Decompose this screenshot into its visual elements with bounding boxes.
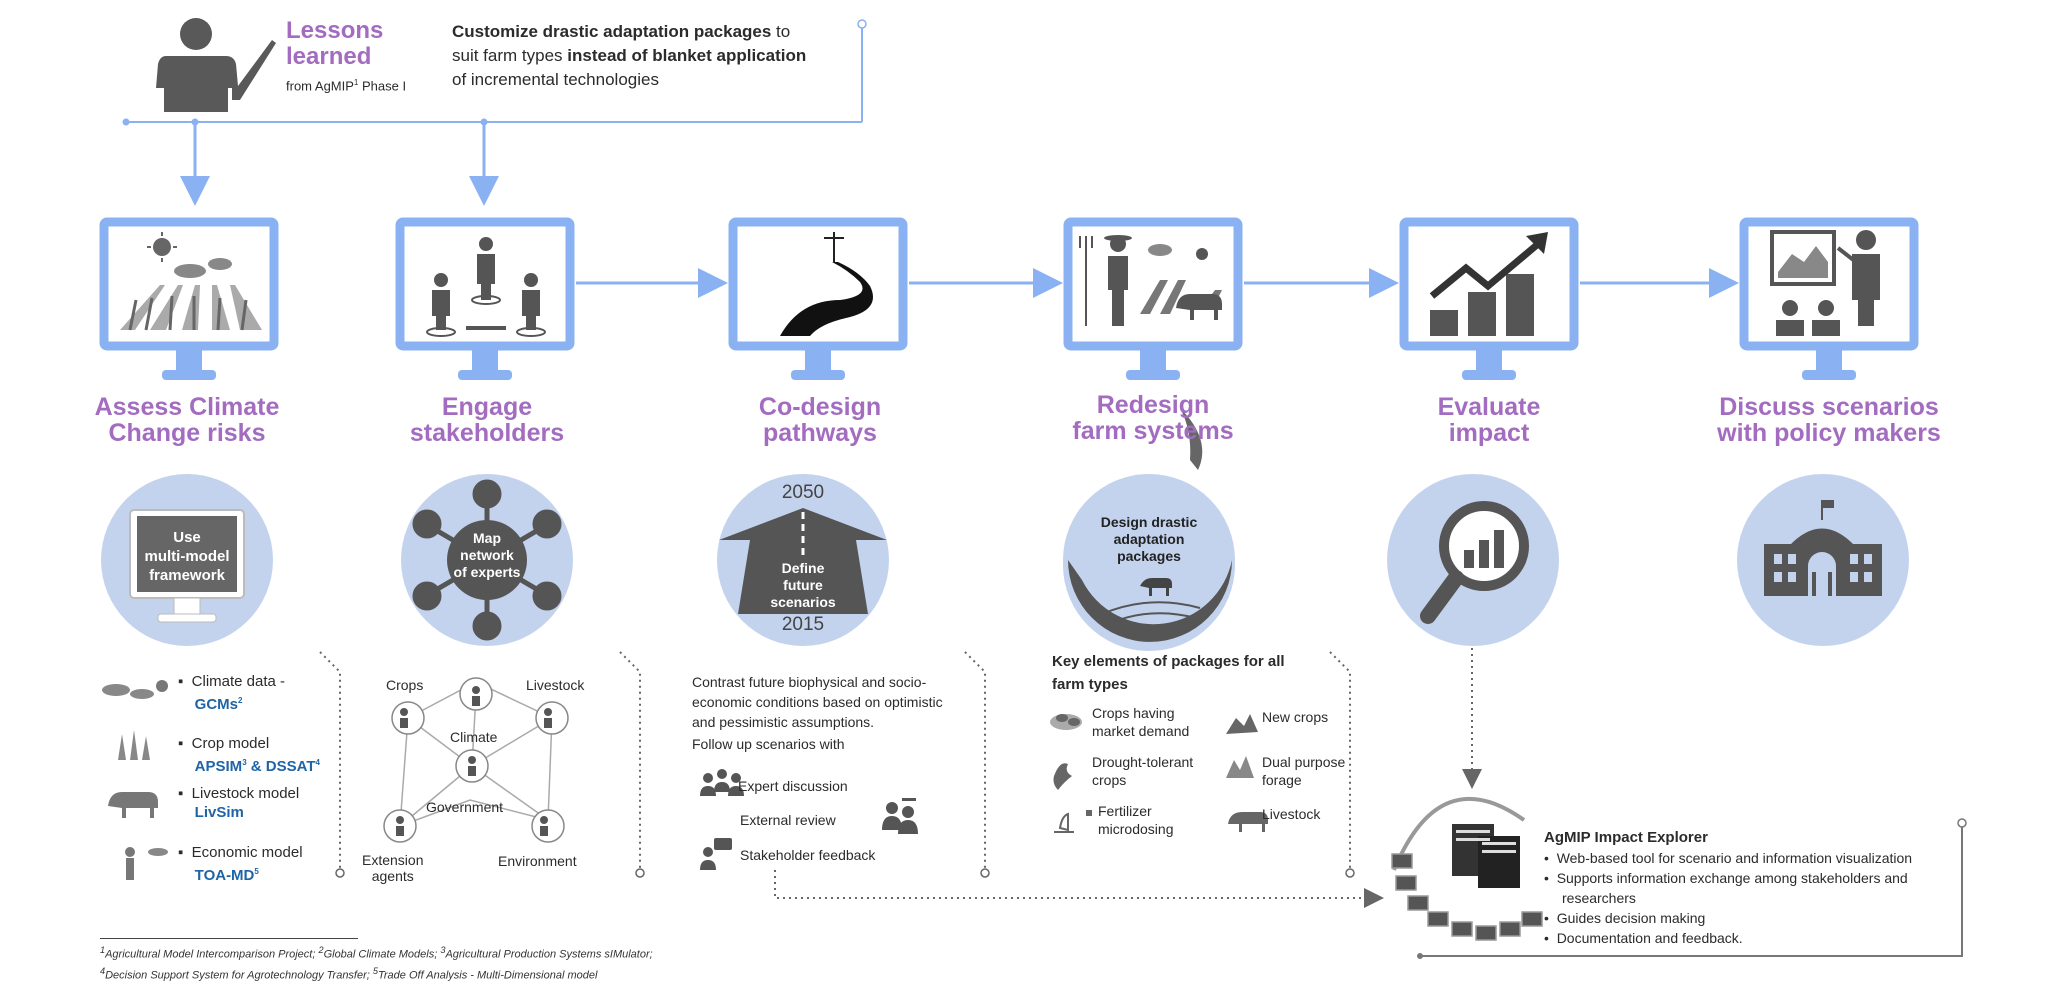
dotted-brackets	[319, 648, 1482, 908]
road-icon	[780, 232, 873, 336]
monitors	[99, 217, 1919, 351]
magnifier-icon	[1420, 501, 1529, 624]
model-icons	[102, 680, 168, 880]
network-label-crops: Crops	[386, 677, 424, 693]
teacher-icon	[156, 18, 276, 112]
multi-model-monitor	[129, 509, 245, 623]
expert-network	[412, 479, 562, 641]
explorer-bullet-2: • Supports information exchange among st…	[1544, 870, 1908, 886]
lessons-statement-bold1: Customize drastic adaptation packages	[452, 22, 772, 41]
explorer-bullet-3: • Guides decision making	[1544, 910, 1706, 926]
lessons-bracket	[122, 19, 867, 206]
pathway-icons	[700, 769, 918, 870]
network-label-climate: Climate	[450, 729, 498, 745]
lessons-source-text: from AgMIP	[286, 78, 354, 94]
model-crop: ▪ Crop model APSIM3 & DSSAT4	[178, 735, 320, 775]
circle-year-2015: 2015	[781, 614, 825, 635]
lessons-statement-bold2: instead of blanket application	[567, 46, 807, 65]
lessons-title: Lessons learned	[286, 18, 383, 70]
explorer-bullet-2-cont: researchers	[1562, 890, 1636, 906]
government-building-icon	[1764, 500, 1882, 596]
model-climate: ▪ Climate data - GCMs2	[178, 673, 286, 713]
explorer-bullets: • Web-based tool for scenario and inform…	[1544, 848, 1912, 948]
step-circles	[101, 474, 1909, 646]
explorer-bullet-1: • Web-based tool for scenario and inform…	[1544, 850, 1913, 866]
pathways-followup: Follow up scenarios with	[692, 736, 845, 752]
lessons-statement-part3: of incremental technologies	[452, 70, 659, 89]
stakeholders-icon	[426, 237, 546, 337]
presentation-icon	[1770, 230, 1880, 336]
package-item-livestock: Livestock	[1262, 806, 1321, 822]
circle-year-2050: 2050	[781, 482, 825, 503]
network-label-environment: Environment	[498, 853, 577, 869]
package-icons	[1050, 714, 1268, 833]
lessons-source: from AgMIP1 Phase I	[286, 73, 406, 95]
lessons-source-sup: 1	[353, 78, 359, 87]
explorer-bullet-4: • Documentation and feedback.	[1544, 930, 1743, 946]
growth-chart-icon	[1429, 232, 1548, 336]
explorer-title: AgMIP Impact Explorer	[1544, 829, 1708, 846]
network-label-government: Government	[426, 799, 504, 815]
footnotes-line1: 1Agricultural Model Intercomparison Proj…	[100, 945, 653, 961]
design-swirl	[1063, 408, 1235, 651]
field-icon	[120, 232, 262, 331]
lessons-statement: Customize drastic adaptation packages to…	[452, 20, 806, 92]
pathway-item-review: External review	[740, 812, 836, 828]
footnote-rule	[100, 938, 358, 939]
servers-laptops-icon	[1391, 796, 1543, 941]
scenario-arrow	[719, 508, 887, 614]
pathway-item-feedback: Stakeholder feedback	[740, 847, 876, 863]
footnotes-line2: 4Decision Support System for Agrotechnol…	[100, 966, 598, 982]
network-label-livestock: Livestock	[526, 677, 585, 693]
model-economic: ▪ Economic model TOA-MD5	[178, 844, 303, 884]
lessons-source-suffix: Phase I	[358, 78, 407, 94]
model-livestock: ▪ Livestock model LivSim	[178, 785, 300, 821]
lessons-statement-part1: to	[771, 22, 791, 41]
package-item-newcrops: New crops	[1262, 709, 1329, 725]
lessons-title-line1: Lessons	[286, 17, 384, 44]
explorer-bracket	[1417, 818, 1967, 959]
lessons-title-line2: learned	[286, 43, 372, 70]
lessons-statement-part2: suit farm types	[452, 46, 568, 65]
farmer-icon	[1079, 235, 1222, 326]
pathway-item-expert: Expert discussion	[738, 778, 848, 794]
pathways-description: Contrast future biophysical and socio-ec…	[692, 674, 943, 730]
